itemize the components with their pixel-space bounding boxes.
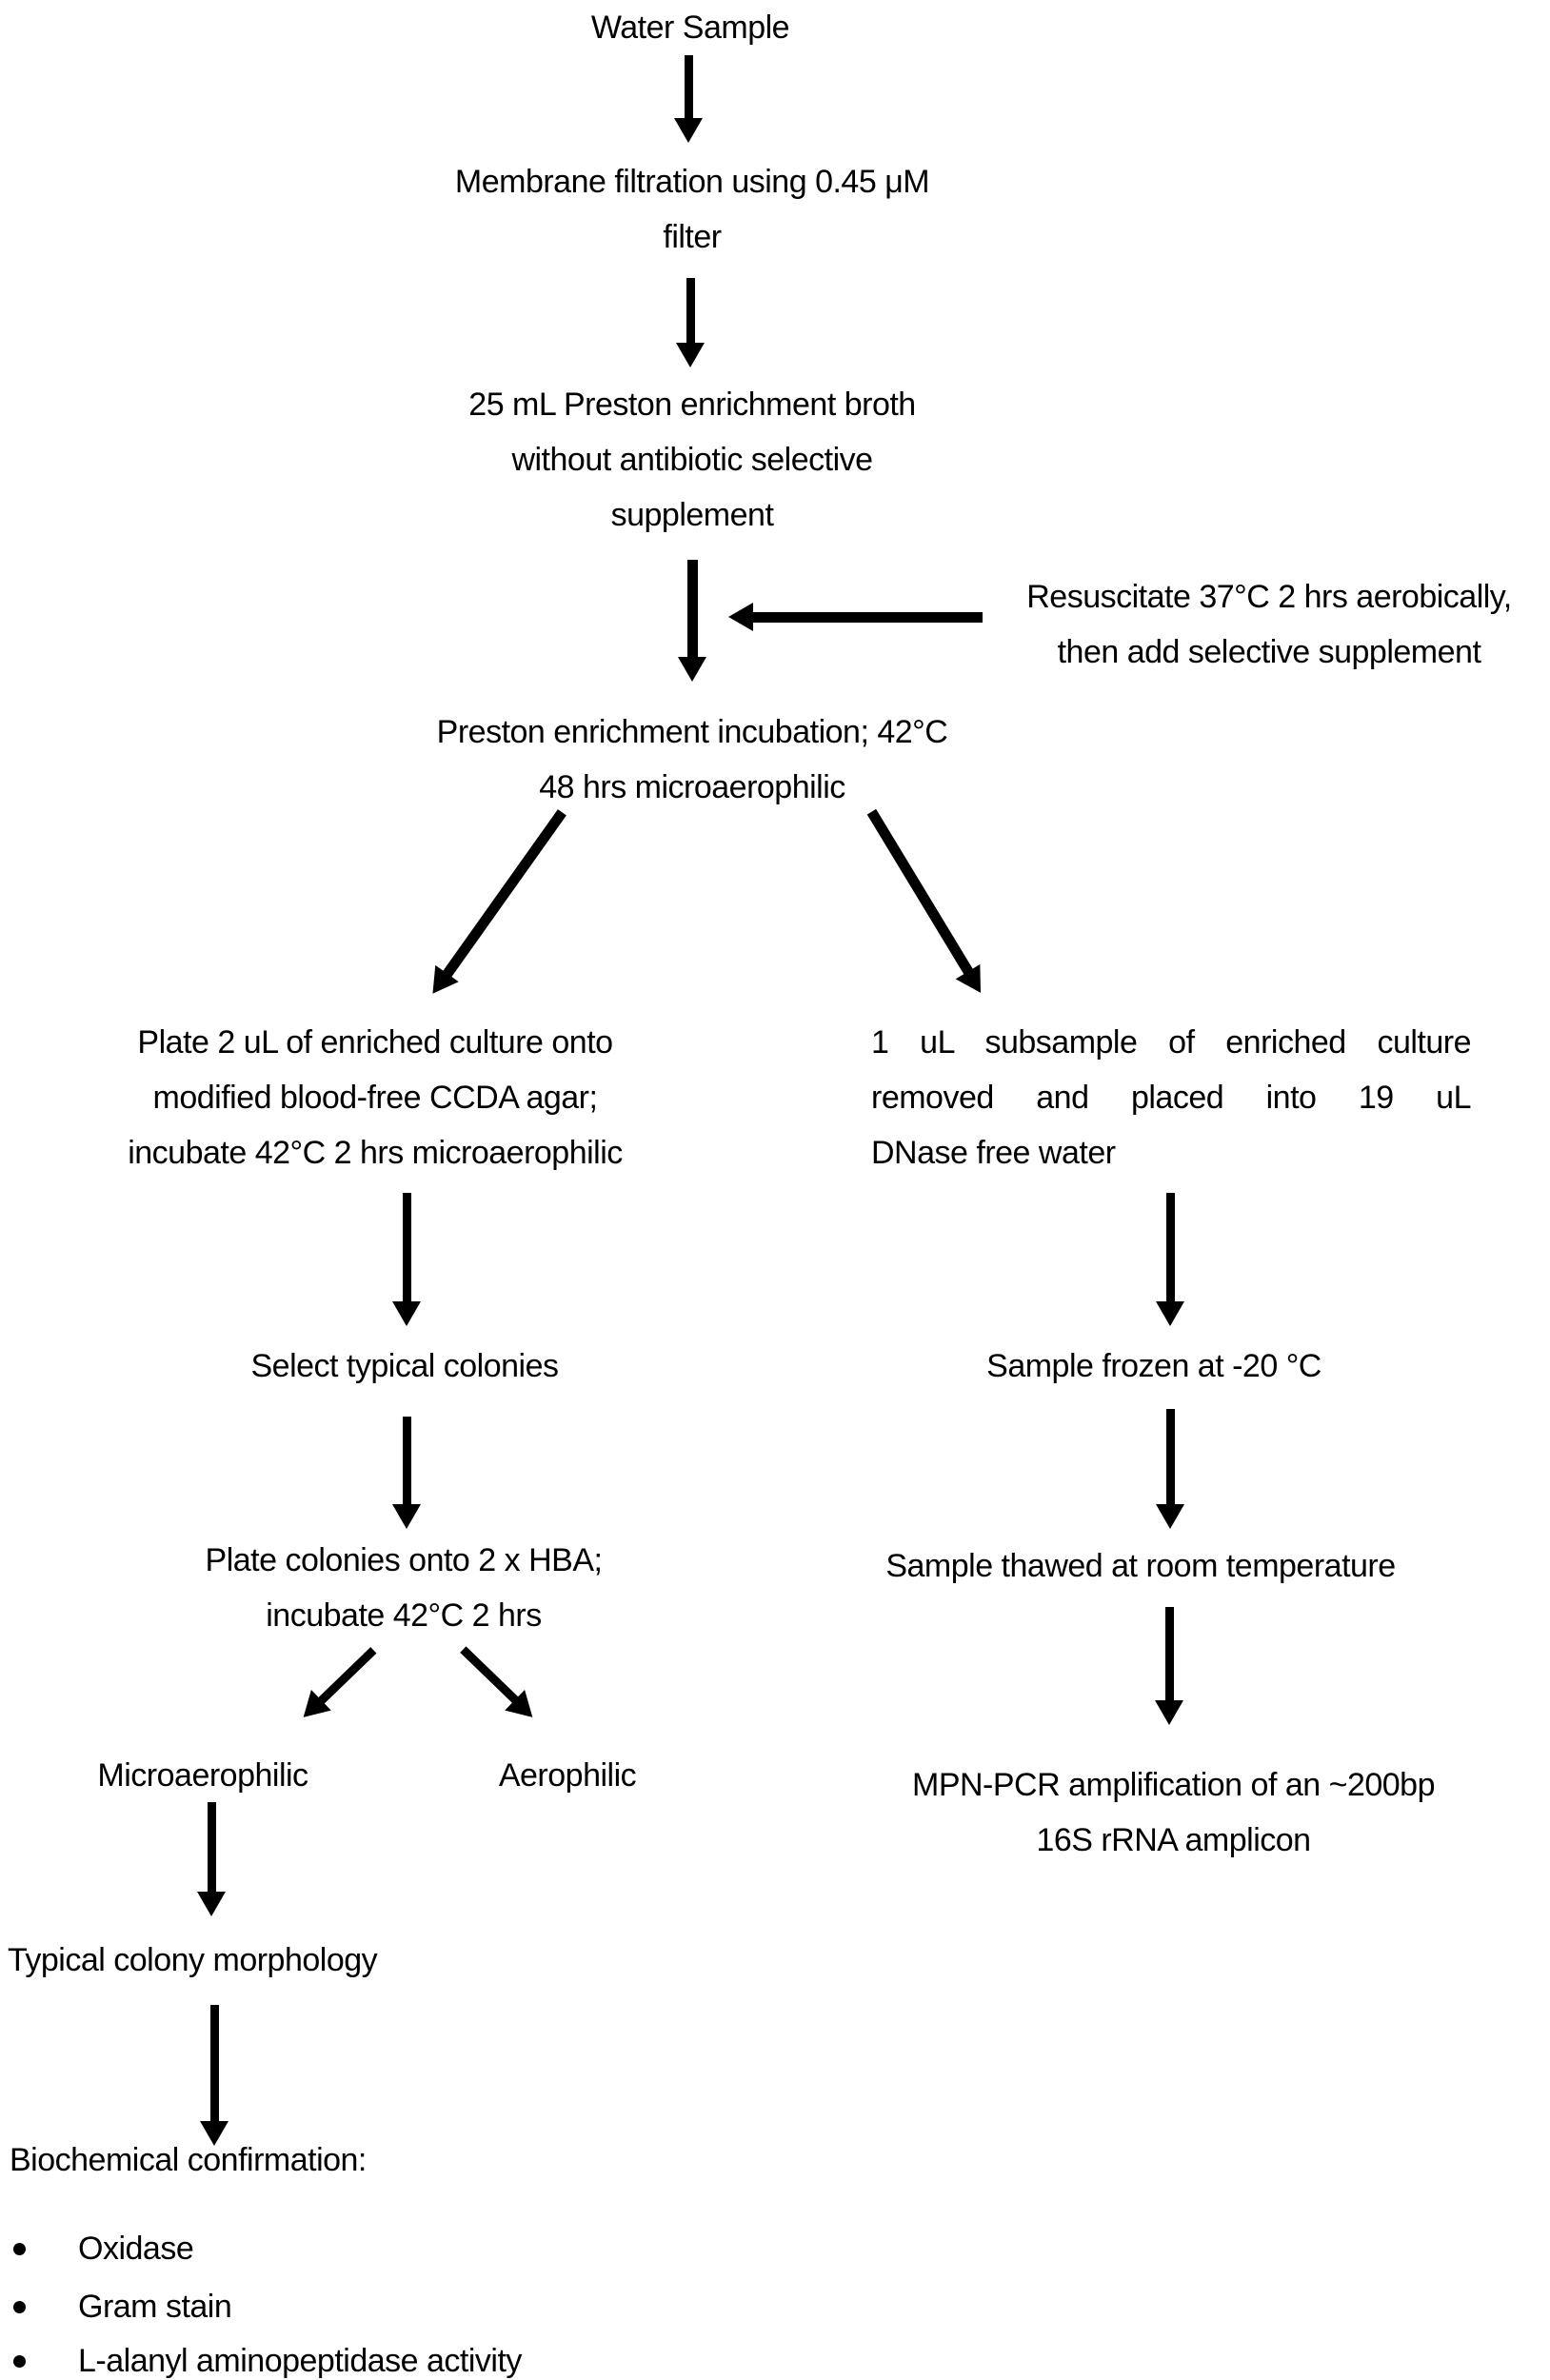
arrow-shaft: [440, 808, 566, 980]
arrow-water-to-membrane: [674, 55, 703, 143]
arrow-head: [1156, 1504, 1184, 1529]
node-line: incubate 42°C 2 hrs microaerophilic: [128, 1135, 623, 1171]
arrow-head: [678, 657, 706, 682]
node-sample-frozen: Sample frozen at -20 °C: [954, 1339, 1354, 1394]
bullet-icon: [13, 2354, 26, 2368]
node-line: Membrane filtration using 0.45 μM: [454, 164, 930, 200]
arrow-head: [392, 1301, 421, 1326]
arrow-frozen-to-thawed: [1156, 1409, 1184, 1529]
bullet-label: L-alanyl aminopeptidase activity: [78, 2343, 522, 2379]
bullet-icon: [13, 2300, 26, 2313]
node-label: Aerophilic: [498, 1757, 637, 1794]
arrow-shaft: [686, 560, 698, 661]
node-line: filter: [663, 219, 722, 255]
bullet-item-gram-stain: Gram stain: [13, 2286, 232, 2328]
node-select-colonies: Select typical colonies: [214, 1339, 595, 1394]
arrow-head: [197, 1892, 226, 1916]
bullet-item-aminopeptidase: L-alanyl aminopeptidase activity: [13, 2340, 522, 2380]
node-label: Typical colony morphology: [8, 1942, 378, 1978]
arrow-shaft: [749, 611, 983, 623]
node-line: Plate 2 uL of enriched culture onto: [137, 1024, 613, 1061]
node-membrane-filtration: Membrane filtration using 0.45 μM filter: [388, 154, 997, 265]
arrow-incubation-to-subsample: [859, 804, 993, 1001]
node-label: Water Sample: [590, 10, 790, 46]
node-subsample: 1 uL subsample of enriched culture remov…: [871, 1015, 1472, 1180]
node-resuscitate: Resuscitate 37°C 2 hrs aerobically, then…: [985, 569, 1550, 680]
node-hba-plating: Plate colonies onto 2 x HBA; incubate 42…: [137, 1533, 670, 1643]
node-microaerophilic: Microaerophilic: [60, 1748, 346, 1803]
bullet-label: Gram stain: [78, 2289, 232, 2325]
node-label: Sample thawed at room temperature: [885, 1548, 1396, 1584]
node-line: DNase free water: [871, 1135, 1116, 1171]
arrow-ccda-to-select: [392, 1193, 421, 1326]
arrow-head: [1155, 1700, 1183, 1725]
arrow-membrane-to-broth: [676, 278, 705, 367]
arrow-shaft: [866, 809, 975, 978]
arrow-morphology-to-biochemical: [200, 2005, 229, 2146]
node-line: Plate colonies onto 2 x HBA;: [205, 1542, 603, 1578]
arrow-head: [676, 343, 705, 367]
node-line: Preston enrichment incubation; 42°C: [436, 714, 948, 750]
node-line: MPN-PCR amplification of an ~200bp: [912, 1767, 1436, 1803]
arrow-shaft: [459, 1646, 521, 1706]
node-line: 25 mL Preston enrichment broth: [468, 387, 916, 423]
node-water-sample: Water Sample: [547, 0, 833, 55]
arrow-incubation-to-ccda: [421, 803, 573, 1002]
arrow-shaft: [209, 2005, 219, 2125]
arrow-shaft: [1165, 1409, 1175, 1508]
arrow-shaft: [684, 55, 693, 122]
arrow-shaft: [207, 1802, 216, 1895]
arrow-head: [392, 1504, 421, 1529]
arrow-broth-to-incubation: [678, 560, 706, 682]
node-biochemical-confirmation: Biochemical confirmation:: [10, 2132, 367, 2188]
arrow-hba-to-aerophilic: [453, 1639, 543, 1728]
node-incubation: Preston enrichment incubation; 42°C 48 h…: [388, 704, 997, 815]
node-label: Biochemical confirmation:: [10, 2142, 367, 2178]
arrow-resuscitate-note: [728, 603, 983, 631]
node-mpn-pcr: MPN-PCR amplification of an ~200bp 16S r…: [866, 1757, 1480, 1868]
node-ccda-plating: Plate 2 uL of enriched culture onto modi…: [80, 1015, 670, 1180]
arrow-shaft: [315, 1646, 377, 1706]
arrow-head: [728, 603, 753, 631]
node-line: without antibiotic selective: [511, 442, 873, 478]
bullet-icon: [13, 2242, 26, 2255]
arrow-shaft: [402, 1193, 411, 1305]
node-line: 48 hrs microaerophilic: [539, 769, 845, 805]
arrow-head: [200, 2121, 229, 2146]
arrow-shaft: [1165, 1193, 1175, 1305]
node-label: Sample frozen at -20 °C: [986, 1348, 1321, 1384]
node-preston-broth: 25 mL Preston enrichment broth without a…: [388, 377, 997, 543]
arrow-subsample-to-frozen: [1156, 1193, 1184, 1326]
bullet-label: Oxidase: [78, 2231, 194, 2267]
arrow-select-to-hba: [392, 1417, 421, 1529]
node-line: removed and placed into 19 uL: [871, 1080, 1472, 1116]
arrow-hba-to-microaerophilic: [293, 1639, 383, 1728]
arrow-head: [1156, 1301, 1184, 1326]
node-line: 16S rRNA amplicon: [1036, 1822, 1311, 1858]
arrow-shaft: [1164, 1607, 1174, 1704]
node-line: supplement: [610, 497, 774, 533]
node-sample-thawed: Sample thawed at room temperature: [826, 1538, 1455, 1594]
node-label: Select typical colonies: [250, 1348, 559, 1384]
node-line: 1 uL subsample of enriched culture: [871, 1024, 1472, 1061]
arrow-thawed-to-mpnpcr: [1155, 1607, 1183, 1725]
node-label: Microaerophilic: [97, 1757, 308, 1794]
node-line: incubate 42°C 2 hrs: [266, 1597, 542, 1634]
bullet-item-oxidase: Oxidase: [13, 2228, 194, 2270]
node-line: Resuscitate 37°C 2 hrs aerobically,: [1026, 579, 1512, 615]
arrow-micro-to-morphology: [197, 1802, 226, 1916]
node-typical-morphology: Typical colony morphology: [8, 1933, 378, 1988]
node-line: then add selective supplement: [1057, 634, 1481, 670]
arrow-shaft: [402, 1417, 411, 1508]
arrow-shaft: [686, 278, 695, 347]
node-aerophilic: Aerophilic: [453, 1748, 682, 1803]
arrow-head: [674, 118, 703, 143]
node-line: modified blood-free CCDA agar;: [152, 1080, 598, 1116]
